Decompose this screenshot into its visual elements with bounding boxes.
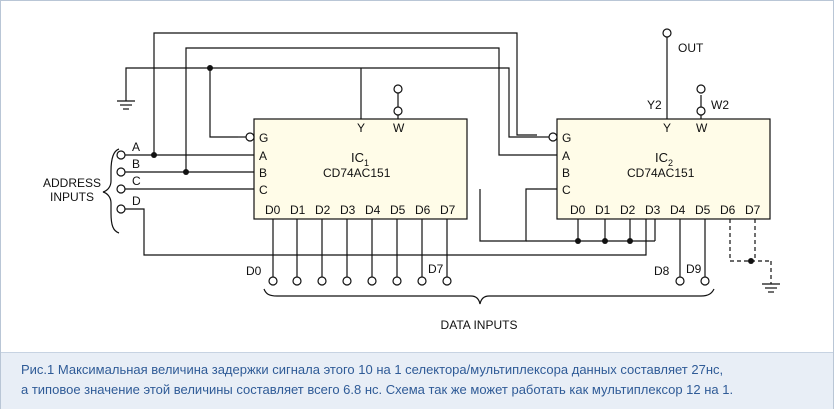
address-brace [102,148,120,234]
d0-label: D0 [246,264,262,278]
ic1-pin-g: G [259,131,268,145]
y2-label: Y2 [647,98,662,112]
ic2-d6: D6 [720,203,736,217]
figure-caption: Рис.1 Максимальная величина задержки сиг… [1,352,833,409]
ic2-d3: D3 [645,203,661,217]
junction-dots [151,65,754,264]
ic1-d1: D1 [290,203,306,217]
wire-ground-to-ic2-g [125,67,361,96]
wire-b-to-ic2 [185,47,557,172]
ic2-pin-b: B [562,166,570,180]
ic2-body [556,118,771,220]
svg-text:IC2: IC2 [655,150,673,168]
wire-d-to-ic1-g [209,68,238,138]
ic2-name: IC [655,150,668,165]
ic1-d6: D6 [415,203,431,217]
ic1-w-terminal [393,106,403,116]
ic1-pin-a: A [259,149,267,163]
circuit-schematic: G A B C Y W IC1 CD74AC151 D0 D1 D2 D3 D4… [43,28,780,332]
ic2-subscript: 2 [668,158,673,168]
address-d-terminal [116,204,126,214]
ic1-subscript: 1 [364,158,369,168]
ic2-pin-g: G [562,131,571,145]
out-label: OUT [678,41,704,55]
wire-ground-to-ic2-g2 [361,67,537,138]
ic1-d5: D5 [390,203,406,217]
ic2-d5: D5 [695,203,711,217]
caption-line-1: Рис.1 Максимальная величина задержки сиг… [21,362,724,377]
ic1-pin-b: B [259,166,267,180]
wire-a-to-ic2 [153,32,537,155]
ic1-d0: D0 [265,203,281,217]
g-bubble-ic2 [548,132,558,142]
ic1-data-pin-labels: D0 D1 D2 D3 D4 D5 D6 D7 [265,203,456,217]
ic1-body [253,118,468,220]
address-inputs-label-line2: INPUTS [50,190,94,204]
d9-label: D9 [686,262,702,276]
ic2-d1: D1 [595,203,611,217]
ic2-pin-c: C [562,183,571,197]
ic1-d4: D4 [365,203,381,217]
svg-text:IC1: IC1 [351,150,369,168]
address-input-a-label: A [132,140,140,154]
d8-label: D8 [654,264,670,278]
wire-input-d [125,208,647,256]
ic2-d2: D2 [620,203,636,217]
data-inputs-brace [263,288,715,305]
ic2-pin-w: W [696,121,708,135]
address-input-b-label: B [132,157,140,171]
address-input-c-label: C [132,174,141,188]
ic2-d4: D4 [670,203,686,217]
ic2-d0: D0 [570,203,586,217]
address-b-terminal [116,167,126,177]
ic2-part-number: CD74AC151 [627,166,695,180]
ic1-d2: D2 [315,203,331,217]
w2-label: W2 [711,98,729,112]
caption-line-2: а типовое значение этой величины составл… [21,382,734,397]
address-inputs-label-line1: ADDRESS [43,176,101,190]
ic2-data-pin-labels: D0 D1 D2 D3 D4 D5 D6 D7 [570,203,761,217]
ic2-w-terminal [696,106,706,116]
ic1-d7: D7 [440,203,456,217]
ic2-pin-y: Y [663,121,671,135]
g-bubble-ic1 [245,132,255,142]
ic1-vcc-terminal [393,84,403,94]
ic1-d3: D3 [340,203,356,217]
ic2-pin-a: A [562,149,570,163]
ic1-name: IC [351,150,364,165]
ic2-vcc-terminal [696,84,706,94]
wire-c-to-ic2 [479,188,557,242]
ic1-pin-c: C [259,183,268,197]
ic1-pin-y: Y [357,121,365,135]
address-input-d-label: D [132,194,141,208]
data-inputs-label: DATA INPUTS [441,318,518,332]
out-terminal [662,28,672,38]
ic2-d7: D7 [745,203,761,217]
ic1-pin-w: W [393,121,405,135]
address-c-terminal [116,184,126,194]
d7-label: D7 [428,262,444,276]
address-a-terminal [116,150,126,160]
ic1-part-number: CD74AC151 [323,166,391,180]
